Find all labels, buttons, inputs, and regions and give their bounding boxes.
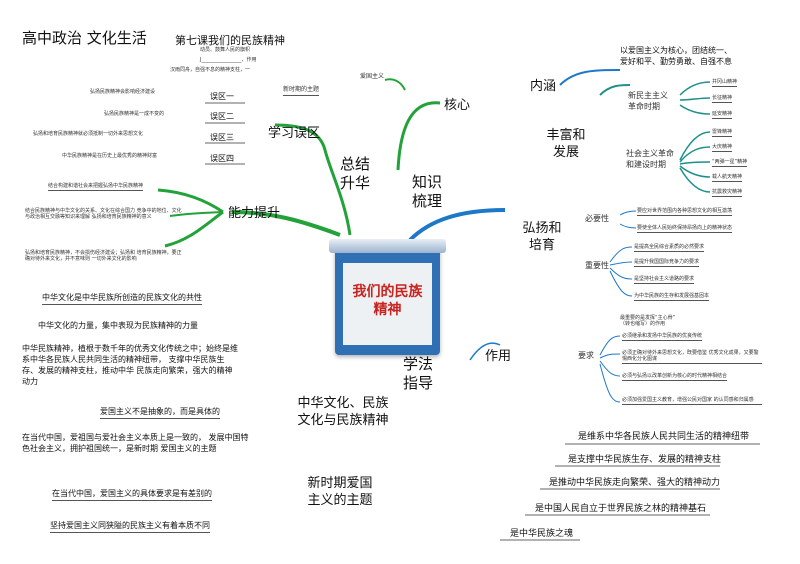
yaoqiu-item-3: 必须与弘扬以改革创新为核心的时代精神相结合 — [622, 373, 728, 381]
conclusion-5: 是中华民族之魂 — [510, 529, 574, 539]
wuqu-2-desc: 弘扬民族精神是一成不变的 — [104, 111, 165, 117]
nengli-label: 能力提升 — [228, 206, 281, 221]
left-line-5: 坚持爱国主义同狭隘的民族主义有着本质不同 — [50, 520, 210, 533]
xuefa-label: 学法指导 — [403, 355, 434, 392]
header-note-3: 汉雨同舟，自强不息的精神支柱，一 — [170, 67, 251, 73]
xinminzhu-label: 新民主主义革命时期 — [628, 91, 668, 111]
xinminzhu-item-2: 长征精神 — [712, 95, 733, 103]
wuqu-3-label: 误区三 — [210, 133, 234, 142]
neihan-desc: 以爱国主义为核心，团结统一、爱好和平、勤劳勇敢、自强不息 — [620, 46, 732, 66]
aiguo-label: 爱国主义 — [360, 73, 385, 80]
banner-inner: 我们的民族精神 — [343, 263, 432, 345]
biyao-label: 必要性 — [585, 214, 609, 223]
left-line-1: 中华文化是中华民族所创造的民族文化的共性 — [42, 292, 202, 305]
conclusion-1: 是维系中华各民族人民共同生活的精神纽带 — [578, 432, 750, 442]
fengfu-label: 丰富和发展 — [546, 128, 586, 160]
shehui-item-5: 抗震救灾精神 — [712, 189, 743, 197]
yaoqiu-label: 要求 — [578, 351, 594, 360]
left-line-2: 中华文化的力量，集中表现为民族精神的力量 — [38, 321, 198, 330]
nengli-item-2: 结合民族精神与中华文化的关系、文化在综合国力 竞争中的地位、文化与政治相互交融等… — [25, 208, 182, 220]
wuqu-4-label: 误区四 — [210, 154, 234, 163]
yaoqiu-item-1: 必须继承和发扬中华民族的优良传统 — [622, 333, 703, 341]
hexin-label: 核心 — [444, 98, 471, 113]
neihan-label: 内涵 — [530, 79, 557, 94]
left-line-3: 爱国主义不是抽象的，而是具体的 — [100, 406, 220, 419]
nengli-item-3: 弘扬和培育民族精神，不会损伤经济建设；弘扬和 培育民族精神，要正确对待外来文化，… — [25, 250, 182, 262]
xuexi-wuqu-label: 学习误区 — [268, 126, 321, 141]
nengli-item-1: 结合构建和谐社会来把握弘扬中华民族精神 — [48, 183, 144, 191]
left-para-1: 中华民族精神，植根于数千年的优秀文化传统之中；始终是维系中华各民族人民共同生活的… — [22, 344, 238, 386]
header-note-2: J________________、作用 — [200, 57, 257, 63]
wuqu-3-desc: 弘扬和培育民族精神就必须抵制一切外来思想文化 — [33, 131, 144, 137]
zongjie-label: 总结升华 — [340, 155, 371, 192]
zhongyao-label: 重要性 — [585, 261, 609, 270]
zhishi-label: 知识梳理 — [412, 173, 443, 210]
biyao-item-1: 要应对世界范围内各种思想文化的相互激荡 — [637, 208, 733, 216]
xinshiqi-label: 新时期爱国主义的主题 — [307, 476, 373, 508]
zuoyong-label: 作用 — [485, 349, 512, 364]
conclusion-4: 是中国人民自立于世界民族之林的精神基石 — [535, 504, 707, 514]
banner-title: 我们的民族精神 — [352, 284, 423, 318]
zhongyao-item-2: 是提升我国国际竞争力的要求 — [634, 259, 700, 267]
page-title: 高中政治 文化生活 — [22, 29, 147, 47]
shehui-item-1: 雷锋精神 — [712, 129, 733, 137]
zhongyao-item-1: 是提高全民综合素质的必然要求 — [634, 244, 705, 252]
page-subtitle: 第七课我们的民族精神 — [175, 34, 285, 47]
conclusion-2: 是支撑中华民族生存、发展的精神支柱 — [568, 455, 722, 465]
shehui-item-3: “两弹一星”精神 — [712, 159, 748, 167]
xinshiqi-small-label: 新时期的主题 — [283, 86, 320, 96]
wuqu-2-label: 误区二 — [210, 112, 234, 121]
center-banner: 我们的民族精神 — [329, 239, 446, 355]
hongyang-label: 弘扬和培育 — [522, 221, 562, 253]
zhongyao-item-4: 为中华民族的生存和发展强基固本 — [634, 293, 710, 301]
left-para-2: 在当代中国，爱祖国与爱社会主义本质上是一致的， 发展中国特色社会主义，拥护祖国统… — [22, 433, 249, 453]
wuqu-1-label: 误区一 — [210, 92, 234, 101]
shehui-item-2: 大庆精神 — [712, 144, 733, 152]
banner-rod — [329, 239, 446, 253]
biyao-item-2: 要使全体人民始终保持昂扬向上的精神状态 — [637, 225, 733, 233]
wuqu-1-desc: 弘扬民族精神会影响经济建设 — [90, 89, 156, 95]
shehui-item-4: 载人航天精神 — [712, 174, 743, 182]
xinminzhu-item-1: 井冈山精神 — [712, 79, 738, 87]
zhongyao-item-3: 是坚持社会主义道路的要求 — [634, 276, 695, 284]
zhonghua-label: 中华文化、民族文化与民族精神 — [297, 396, 389, 428]
shehui-label: 社会主义革命和建设时期 — [626, 149, 674, 169]
conclusion-3: 是推动中华民族走向繁荣、强大的精神动力 — [549, 478, 721, 488]
zuoyong-top: 最重要的是发挥“主心骨”（转也缩写）的作用 — [620, 315, 676, 327]
yaoqiu-item-4: 必须加强爱国主义教育，增强公民对国家 的认同感和归属感 — [622, 397, 762, 405]
header-note-1: 动员、鼓舞人民的旗帜 — [200, 47, 251, 53]
left-line-4: 在当代中国，爱国主义的具体要求是有差别的 — [52, 488, 212, 501]
yaoqiu-item-2: 必须正确对待外来思想文化，既要借鉴 优秀文化成果，又要警惕西化分化图谋 — [622, 350, 762, 364]
xinminzhu-item-3: 延安精神 — [712, 111, 733, 119]
wuqu-4-desc: 中华民族精神是在历史上最优秀的精神财富 — [62, 153, 158, 159]
